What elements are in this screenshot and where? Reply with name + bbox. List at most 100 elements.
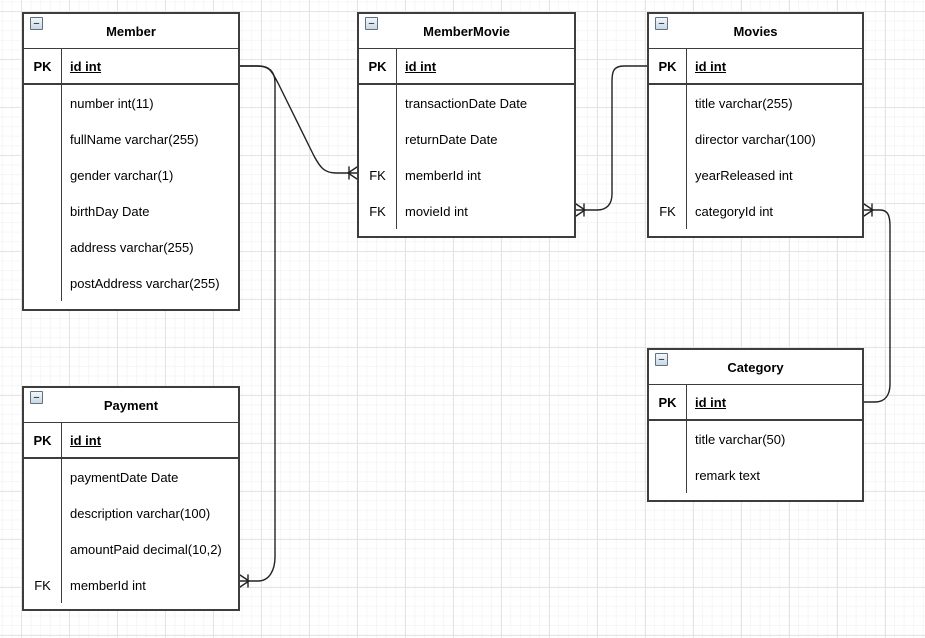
field-cell: title varchar(255) <box>695 95 793 111</box>
collapse-icon[interactable]: − <box>655 353 668 366</box>
key-badge: FK <box>359 157 397 193</box>
table-row[interactable]: paymentDate Date <box>24 459 238 495</box>
key-badge <box>24 193 62 229</box>
table-row[interactable]: returnDate Date <box>359 121 574 157</box>
field-cell: yearReleased int <box>695 167 793 183</box>
table-header[interactable]: − Payment <box>24 388 238 423</box>
table-row[interactable]: description varchar(100) <box>24 495 238 531</box>
field-cell: address varchar(255) <box>70 239 194 255</box>
table-header[interactable]: − Category <box>649 350 862 385</box>
collapse-icon[interactable]: − <box>655 17 668 30</box>
table-row[interactable]: FK movieId int <box>359 193 574 229</box>
table-row[interactable]: FK memberId int <box>24 567 238 603</box>
field-cell: remark text <box>695 467 761 483</box>
key-badge <box>24 229 62 265</box>
field-cell: movieId int <box>405 203 468 219</box>
table-row[interactable]: address varchar(255) <box>24 229 238 265</box>
entity-table-movies[interactable]: − Movies PK id int title varchar(255) di… <box>647 12 864 238</box>
table-title: Movies <box>733 23 778 39</box>
crows-foot-icon <box>239 574 250 588</box>
key-badge <box>24 157 62 193</box>
table-row[interactable]: FK categoryId int <box>649 193 862 229</box>
table-row[interactable]: FK memberId int <box>359 157 574 193</box>
table-row[interactable]: director varchar(100) <box>649 121 862 157</box>
crows-foot-icon <box>575 203 586 217</box>
field-cell: returnDate Date <box>405 131 498 147</box>
key-badge <box>649 157 687 193</box>
key-badge <box>24 531 62 567</box>
pk-badge: PK <box>359 49 397 83</box>
key-badge <box>24 121 62 157</box>
field-cell: memberId int <box>405 167 481 183</box>
table-row[interactable]: postAddress varchar(255) <box>24 265 238 301</box>
field-cell: gender varchar(1) <box>70 167 174 183</box>
entity-table-category[interactable]: − Category PK id int title varchar(50) r… <box>647 348 864 502</box>
field-cell: fullName varchar(255) <box>70 131 199 147</box>
connector-category-movies[interactable] <box>863 203 891 403</box>
table-row[interactable]: amountPaid decimal(10,2) <box>24 531 238 567</box>
table-row-pk[interactable]: PK id int <box>359 49 574 85</box>
key-badge: FK <box>24 567 62 603</box>
pk-field: id int <box>70 58 102 74</box>
key-badge <box>24 85 62 121</box>
key-badge <box>649 85 687 121</box>
field-cell: postAddress varchar(255) <box>70 275 220 291</box>
table-row[interactable]: birthDay Date <box>24 193 238 229</box>
connector-member-payment[interactable] <box>239 65 276 588</box>
pk-badge: PK <box>24 423 62 457</box>
table-row[interactable]: fullName varchar(255) <box>24 121 238 157</box>
pk-field: id int <box>405 58 437 74</box>
pk-field: id int <box>695 58 727 74</box>
field-cell: number int(11) <box>70 95 154 111</box>
table-row-pk[interactable]: PK id int <box>649 49 862 85</box>
table-title: Member <box>106 23 156 39</box>
key-badge <box>359 85 397 121</box>
collapse-icon[interactable]: − <box>365 17 378 30</box>
table-row[interactable]: title varchar(255) <box>649 85 862 121</box>
pk-field: id int <box>70 432 102 448</box>
key-badge <box>24 265 62 301</box>
field-cell: paymentDate Date <box>70 469 179 485</box>
field-cell: title varchar(50) <box>695 431 786 447</box>
table-header[interactable]: − Movies <box>649 14 862 49</box>
collapse-icon[interactable]: − <box>30 391 43 404</box>
table-row[interactable]: yearReleased int <box>649 157 862 193</box>
table-row-pk[interactable]: PK id int <box>24 49 238 85</box>
connector-movies-membermovie[interactable] <box>575 65 648 217</box>
table-row[interactable]: gender varchar(1) <box>24 157 238 193</box>
table-row[interactable]: number int(11) <box>24 85 238 121</box>
table-title: MemberMovie <box>423 23 510 39</box>
field-cell: transactionDate Date <box>405 95 528 111</box>
key-badge: FK <box>359 193 397 229</box>
table-row-pk[interactable]: PK id int <box>24 423 238 459</box>
table-row[interactable]: title varchar(50) <box>649 421 862 457</box>
entity-table-payment[interactable]: − Payment PK id int paymentDate Date des… <box>22 386 240 611</box>
key-badge <box>24 459 62 495</box>
key-badge <box>649 457 687 493</box>
entity-table-member[interactable]: − Member PK id int number int(11) fullNa… <box>22 12 240 311</box>
table-header[interactable]: − MemberMovie <box>359 14 574 49</box>
connector-member-membermovie[interactable] <box>239 65 358 180</box>
table-row-pk[interactable]: PK id int <box>649 385 862 421</box>
pk-badge: PK <box>24 49 62 83</box>
pk-badge: PK <box>649 385 687 419</box>
key-badge <box>24 495 62 531</box>
table-header[interactable]: − Member <box>24 14 238 49</box>
field-cell: description varchar(100) <box>70 505 211 521</box>
field-cell: categoryId int <box>695 203 774 219</box>
field-cell: amountPaid decimal(10,2) <box>70 541 222 557</box>
key-badge <box>649 421 687 457</box>
key-badge <box>649 121 687 157</box>
crows-foot-icon <box>347 166 358 180</box>
table-row[interactable]: transactionDate Date <box>359 85 574 121</box>
field-cell: memberId int <box>70 577 146 593</box>
pk-field: id int <box>695 394 727 410</box>
collapse-icon[interactable]: − <box>30 17 43 30</box>
table-row[interactable]: remark text <box>649 457 862 493</box>
key-badge <box>359 121 397 157</box>
pk-badge: PK <box>649 49 687 83</box>
entity-table-membermovie[interactable]: − MemberMovie PK id int transactionDate … <box>357 12 576 238</box>
key-badge: FK <box>649 193 687 229</box>
field-cell: birthDay Date <box>70 203 150 219</box>
